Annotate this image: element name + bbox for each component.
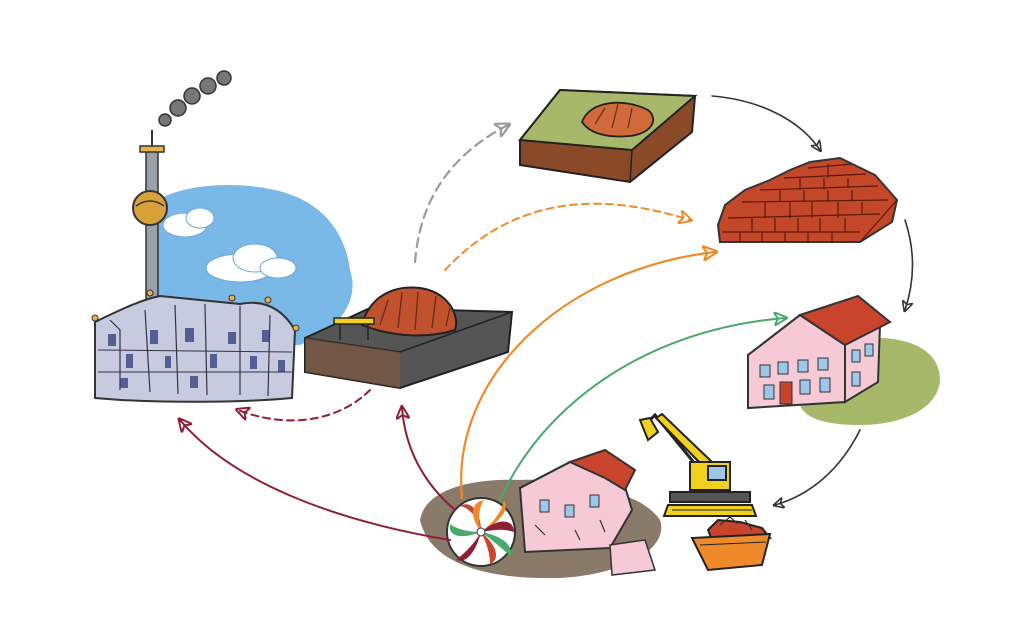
arrow-hub-to-bricks: [460, 252, 715, 500]
arrow-bricks-to-house: [905, 219, 914, 310]
cloud-icon: [162, 207, 297, 283]
smoke-icon: [158, 70, 232, 127]
arrow-hub-to-landfill: [402, 408, 456, 511]
arrow-hub-to-house: [499, 318, 785, 501]
debris-skip-icon: [690, 516, 773, 572]
arrow-house-to-skip: [775, 429, 861, 505]
arrow-landfill-to-bricks: [444, 202, 690, 271]
arrow-landfill-to-soil: [413, 125, 508, 264]
flow-arrows: [180, 95, 914, 541]
new-house-icon: [747, 294, 940, 425]
landfill-mound-icon: [304, 286, 514, 390]
arrow-hub-to-incinerator: [180, 420, 451, 541]
brick-stack-icon: [716, 156, 899, 243]
recycling-swirl-icon: [446, 497, 516, 567]
barrier-icon: [333, 317, 375, 340]
incineration-plant-icon: [91, 70, 353, 403]
arrow-landfill-to-incinerator: [238, 389, 371, 422]
excavator-icon: [638, 412, 758, 517]
soil-plot-icon: [518, 88, 698, 184]
arrow-soil-to-bricks: [711, 95, 820, 150]
